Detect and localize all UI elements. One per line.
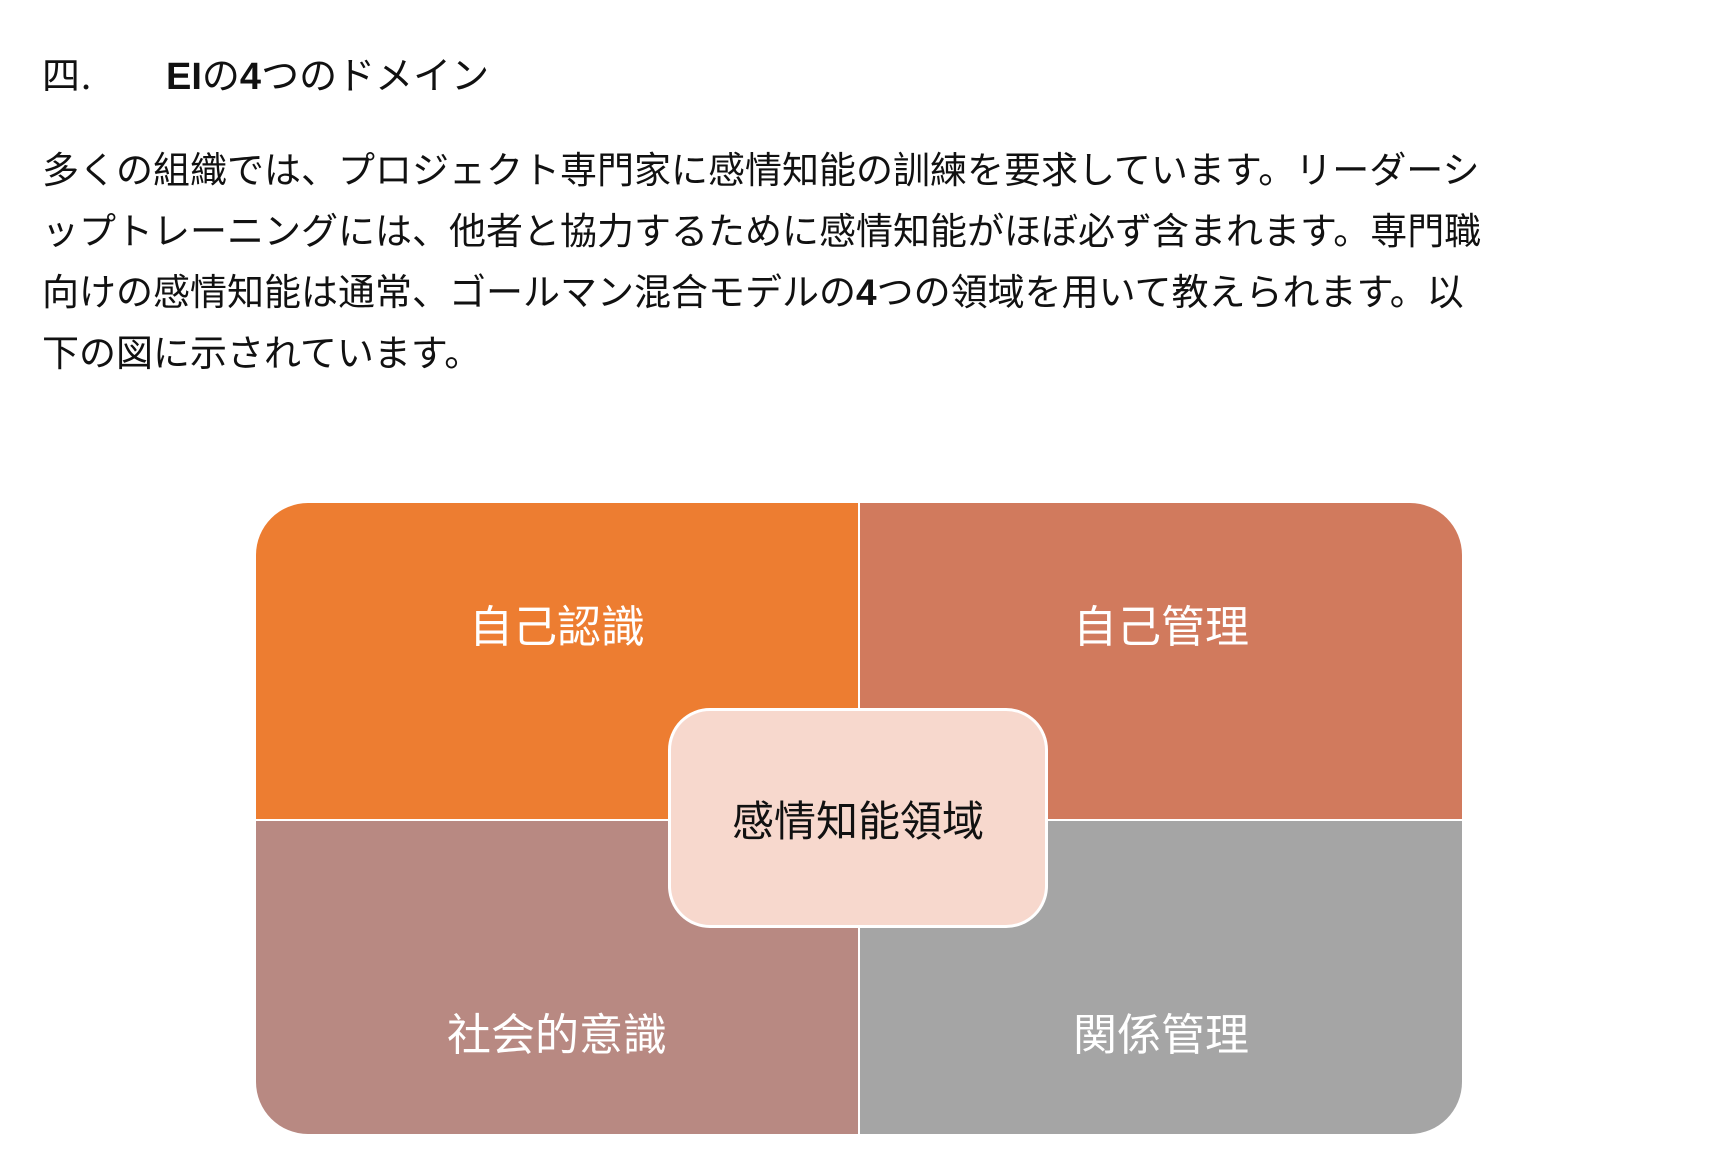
ei-domains-diagram: 自己認識 自己管理 社会的意識 関係管理 感情知能領域 xyxy=(256,503,1462,1134)
center-ei-domains: 感情知能領域 xyxy=(668,708,1048,928)
center-label: 感情知能領域 xyxy=(731,796,984,846)
quadrant-label: 自己管理 xyxy=(1073,602,1249,653)
paragraph-line-4: 下の図に示されています。 xyxy=(42,332,482,375)
quadrant-label: 自己認識 xyxy=(469,602,645,653)
heading-ei: EI xyxy=(166,56,202,98)
heading-rest: つのドメイン xyxy=(261,54,490,98)
paragraph-line-2: ップトレーニングには、他者と協力するために感情知能がほぼ必ず含まれます。専門職 xyxy=(42,210,1482,253)
paragraph-line-3-four: 4 xyxy=(856,272,877,313)
heading-four: 4 xyxy=(239,56,262,98)
quadrant-label: 社会的意識 xyxy=(447,1010,667,1061)
quadrant-label: 関係管理 xyxy=(1073,1010,1249,1061)
paragraph-line-3-a: 向けの感情知能は通常、ゴールマン混合モデルの xyxy=(42,271,856,314)
heading-no: の xyxy=(201,54,240,98)
quadrant-self-awareness: 自己認識 xyxy=(256,503,858,819)
paragraph-line-3: 向けの感情知能は通常、ゴールマン混合モデルの4つの領域を用いて教えられます。以 xyxy=(42,262,1702,323)
quadrant-social-awareness: 社会的意識 xyxy=(256,821,858,1134)
paragraph-line-1: 多くの組織では、プロジェクト専門家に感情知能の訓練を要求しています。リーダーシ xyxy=(42,149,1480,192)
section-number: 四. xyxy=(42,54,93,98)
body-paragraph: 多くの組織では、プロジェクト専門家に感情知能の訓練を要求しています。リーダーシ … xyxy=(42,140,1702,384)
section-heading: 四. EIの4つのドメイン xyxy=(42,50,489,103)
paragraph-line-3-b: つの領域を用いて教えられます。以 xyxy=(876,271,1464,314)
